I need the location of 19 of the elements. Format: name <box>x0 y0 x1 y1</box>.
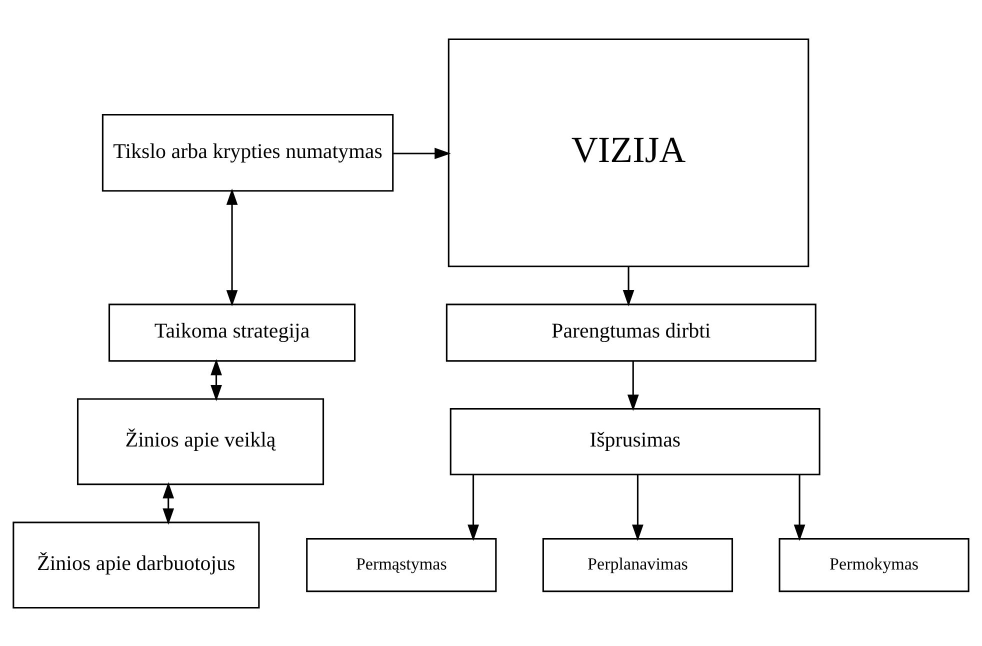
node-box: Žinios apie veiklą <box>76 398 324 485</box>
arrow <box>393 147 451 159</box>
arrow <box>794 474 806 540</box>
arrow <box>162 482 174 524</box>
arrow <box>468 474 479 540</box>
node-box: Žinios apie darbuotojus <box>12 521 260 608</box>
node-box: Išprusimas <box>450 408 820 475</box>
arrow <box>627 360 639 410</box>
node-box: Permokymas <box>778 538 970 592</box>
arrow <box>632 474 644 540</box>
node-box: VIZIJA <box>448 38 810 267</box>
arrow <box>210 358 222 401</box>
node-box: Permąstymas <box>306 538 497 592</box>
arrow <box>622 266 634 306</box>
arrow <box>226 188 238 306</box>
node-box: Perplanavimas <box>542 538 734 592</box>
node-box: Tikslo arba krypties numatymas <box>102 113 394 192</box>
node-box: Parengtumas dirbti <box>446 303 816 362</box>
node-box: Taikoma strategija <box>108 303 356 362</box>
